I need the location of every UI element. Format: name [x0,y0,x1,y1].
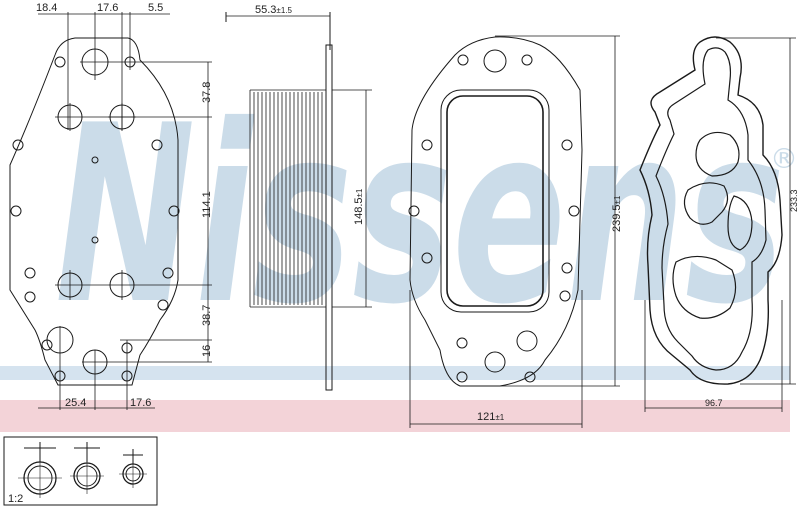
hole [151,139,163,151]
detail-scale: 1:2 [8,493,23,505]
hole [559,290,571,302]
view-base-plate [9,12,212,410]
dim-top-b: 17.6 [97,2,118,14]
watermark-text: Nissens [55,73,785,358]
base-plate-outline [9,37,179,386]
hole [457,54,469,66]
dim-bottom-b: 17.6 [130,397,151,409]
detail-fitting-2 [70,442,104,494]
hole [41,339,53,351]
seal-lobe [695,131,740,177]
pink-band [0,400,790,432]
detail-fitting-1 [18,442,62,498]
dim-side-depth: 55.3±1.5 [255,4,292,16]
hole [12,139,24,151]
hole [91,236,99,244]
hole [168,205,180,217]
hole [421,139,433,151]
hole [162,267,174,279]
seal-outer-contour [639,36,783,385]
gasket-window-inner [446,95,544,307]
dim-gasket-height: 239.5±1 [611,195,623,232]
seal-lobe [727,195,753,251]
seal-inner-contour [655,47,767,371]
hole [561,139,573,151]
seal-lobe [683,182,729,225]
hole [54,56,66,68]
hole [408,205,420,217]
dim-bottom-a: 25.4 [65,397,86,409]
view-seal [639,36,796,412]
hole [456,337,468,349]
hole [521,54,533,66]
hole [524,371,536,383]
dim-right-d: 16 [201,345,213,357]
hole [561,262,573,274]
hole [456,371,468,383]
hole [91,156,99,164]
gasket-window-outer [440,89,550,313]
dim-gasket-width: 121±1 [477,411,505,423]
seal-lobe [672,255,737,319]
hole [421,252,433,264]
hole [484,351,506,373]
dim-top-c: 5.5 [148,2,163,14]
side-flange [325,44,333,391]
dim-right-b: 114.1 [201,191,213,218]
brand-watermark: Nissens ® [55,73,798,358]
dim-side-height: 148.5±1 [353,188,365,225]
detail-fitting-3 [119,449,147,488]
detail-frame [3,436,158,506]
hole [157,299,169,311]
view-side-profile [225,12,372,391]
dim-top-a: 18.4 [36,2,57,14]
dim-right-c: 38.7 [201,305,213,326]
side-fins [249,89,326,308]
dim-seal-width: 96.7 [705,398,723,408]
hole [24,291,36,303]
hole [10,205,22,217]
hole [516,330,538,352]
blue-band [0,366,790,380]
gasket-plate-outline [409,36,583,387]
hole [24,267,36,279]
dimension-labels: 18.4 17.6 5.5 37.8 114.1 38.7 16 25.4 17… [8,2,799,505]
detail-box [3,436,158,506]
dim-seal-height: 233.3 [789,189,799,212]
dim-right-a: 37.8 [201,82,213,103]
view-gasket-plate [408,35,620,428]
hole [568,205,580,217]
registered-mark: ® [770,142,798,175]
hole [483,49,507,73]
